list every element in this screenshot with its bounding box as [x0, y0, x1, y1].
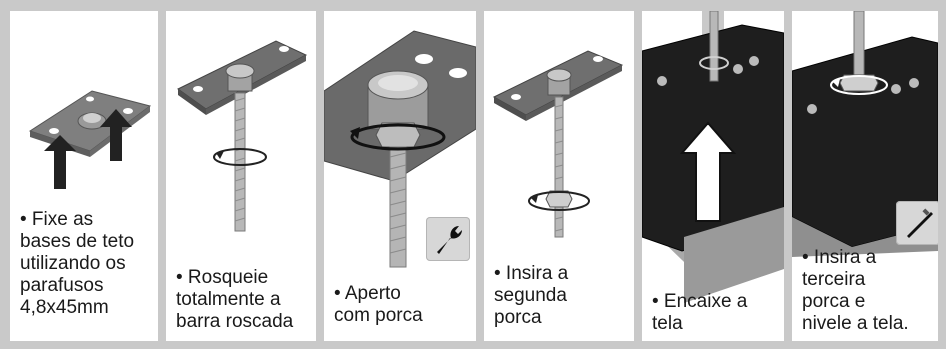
up-arrow-icon — [679, 121, 737, 222]
wrench-badge — [426, 217, 470, 261]
rotation-arrow-icon — [528, 191, 590, 211]
step-caption: • Aperto com porca — [334, 283, 423, 326]
rotation-arrow-icon — [350, 123, 446, 151]
step-panel-1: • Fixe as bases de teto utilizando os pa… — [10, 11, 158, 341]
fit-screen-illustration — [642, 11, 784, 303]
rotation-arrow-icon — [830, 75, 888, 95]
step-panel-4: • Insira a segunda porca — [484, 11, 634, 341]
step-panel-2: • Rosqueie totalmente a barra roscada — [166, 11, 316, 341]
ceiling-base-illustration — [28, 90, 152, 189]
threaded-rod-illustration — [177, 40, 308, 232]
step-panel-6: • Insira a terceira porca e nivele a tel… — [792, 11, 938, 341]
step-caption: • Insira a segunda porca — [494, 263, 569, 328]
step-caption: • Rosqueie totalmente a barra roscada — [176, 267, 294, 332]
step-caption: • Fixe as bases de teto utilizando os pa… — [20, 209, 135, 318]
level-screen-illustration — [792, 11, 938, 257]
tighten-nut-illustration — [324, 30, 476, 268]
instruction-strip: • Fixe as bases de teto utilizando os pa… — [10, 11, 938, 341]
step-caption: • Encaixe a tela — [652, 291, 748, 334]
step-panel-3: • Aperto com porca — [324, 11, 476, 341]
wrench-icon — [437, 226, 462, 254]
step-panel-5: • Encaixe a tela — [642, 11, 784, 341]
screwdriver-icon — [907, 208, 933, 238]
screwdriver-badge — [896, 201, 938, 245]
step-caption: • Insira a terceira porca e nivele a tel… — [802, 247, 909, 334]
up-arrow-icon — [100, 109, 132, 161]
second-nut-illustration — [492, 50, 624, 238]
up-arrow-icon — [44, 135, 76, 189]
rotation-arrow-icon — [213, 148, 267, 166]
